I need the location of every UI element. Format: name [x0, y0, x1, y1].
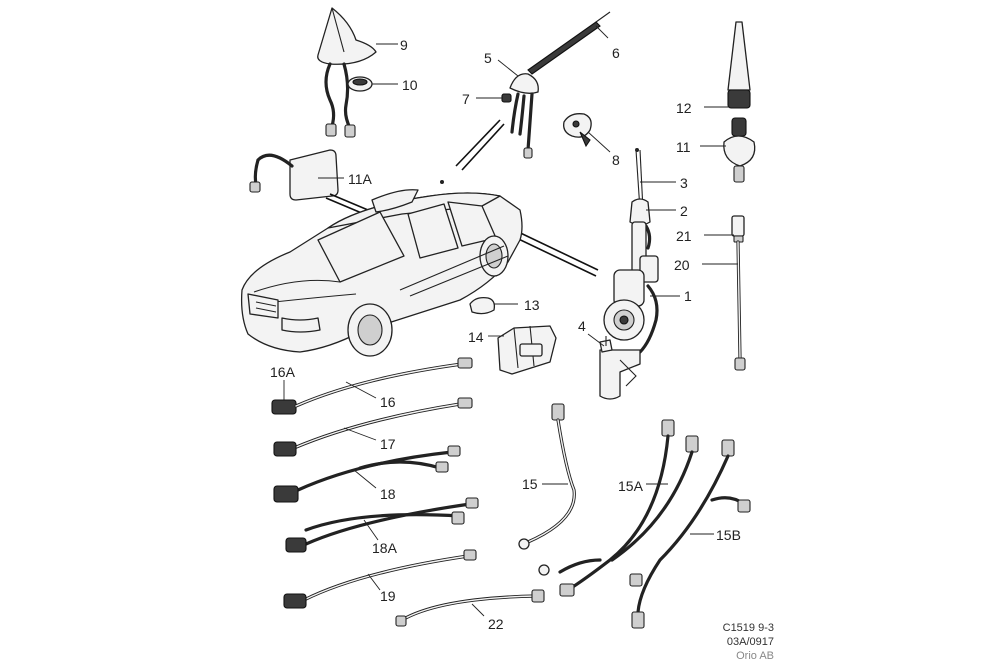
callout-18a: 18A: [372, 540, 397, 556]
callout-5: 5: [484, 50, 492, 66]
part-7-nut: [501, 93, 512, 103]
part-14-clip: [497, 325, 557, 375]
part-20-coax-cable: [733, 235, 746, 371]
callout-15a: 15A: [618, 478, 643, 494]
callout-2: 2: [680, 203, 688, 219]
callout-19: 19: [380, 588, 396, 604]
part-4-screw: [599, 336, 613, 353]
callout-10: 10: [402, 77, 418, 93]
callout-3: 3: [680, 175, 688, 191]
part-16-cable: [294, 357, 473, 408]
leader-lines: [283, 25, 738, 617]
callout-14: 14: [468, 329, 484, 345]
callout-21: 21: [676, 228, 692, 244]
callout-22: 22: [488, 616, 504, 632]
part-21-connector: [731, 215, 745, 237]
diagram-date: 03A/0917: [726, 636, 774, 648]
callout-11: 11: [676, 139, 691, 155]
diagram-credit: Orio AB: [736, 650, 774, 662]
callout-16: 16: [380, 394, 396, 410]
callout-8: 8: [612, 152, 620, 168]
callout-4: 4: [578, 318, 586, 334]
part-6-antenna-mast: [527, 11, 611, 75]
part-18a-cable: [285, 497, 479, 553]
part-19-cable: [283, 549, 477, 609]
car-body: [240, 180, 523, 357]
part-9-shark-fin-antenna: [317, 7, 377, 138]
part-11a-window-antenna: [249, 149, 339, 201]
diagram-code: C1519 9-3: [722, 622, 774, 634]
callout-6: 6: [612, 45, 620, 61]
callout-15b: 15B: [716, 527, 741, 543]
callout-7: 7: [462, 91, 470, 107]
callout-9: 9: [400, 37, 408, 53]
part-8-mounting-pad: [563, 113, 592, 148]
callout-13: 13: [524, 297, 540, 313]
part-17-cable: [273, 397, 473, 457]
part-18-cable: [273, 445, 461, 503]
callout-1: 1: [684, 288, 692, 304]
part-1-motor-assembly: [599, 221, 659, 400]
part-15b-cable: [629, 439, 751, 629]
callout-15: 15: [522, 476, 538, 492]
callout-12: 12: [676, 100, 692, 116]
part-10-grommet: [347, 76, 373, 92]
part-22-cable: [395, 589, 545, 627]
part-13-cap: [469, 296, 496, 315]
callout-20: 20: [674, 257, 690, 273]
part-12-rod-antenna: [727, 21, 751, 109]
part-5-roof-antenna-base: [509, 73, 539, 159]
callout-18: 18: [380, 486, 396, 502]
callout-16a: 16A: [270, 364, 295, 380]
part-15-cable: [518, 403, 576, 550]
part-15a-cable: [538, 419, 699, 597]
part-16a-connector: [271, 399, 297, 415]
callout-11a: 11A: [348, 171, 372, 187]
callout-17: 17: [380, 436, 396, 452]
part-11-antenna-base: [723, 117, 756, 183]
